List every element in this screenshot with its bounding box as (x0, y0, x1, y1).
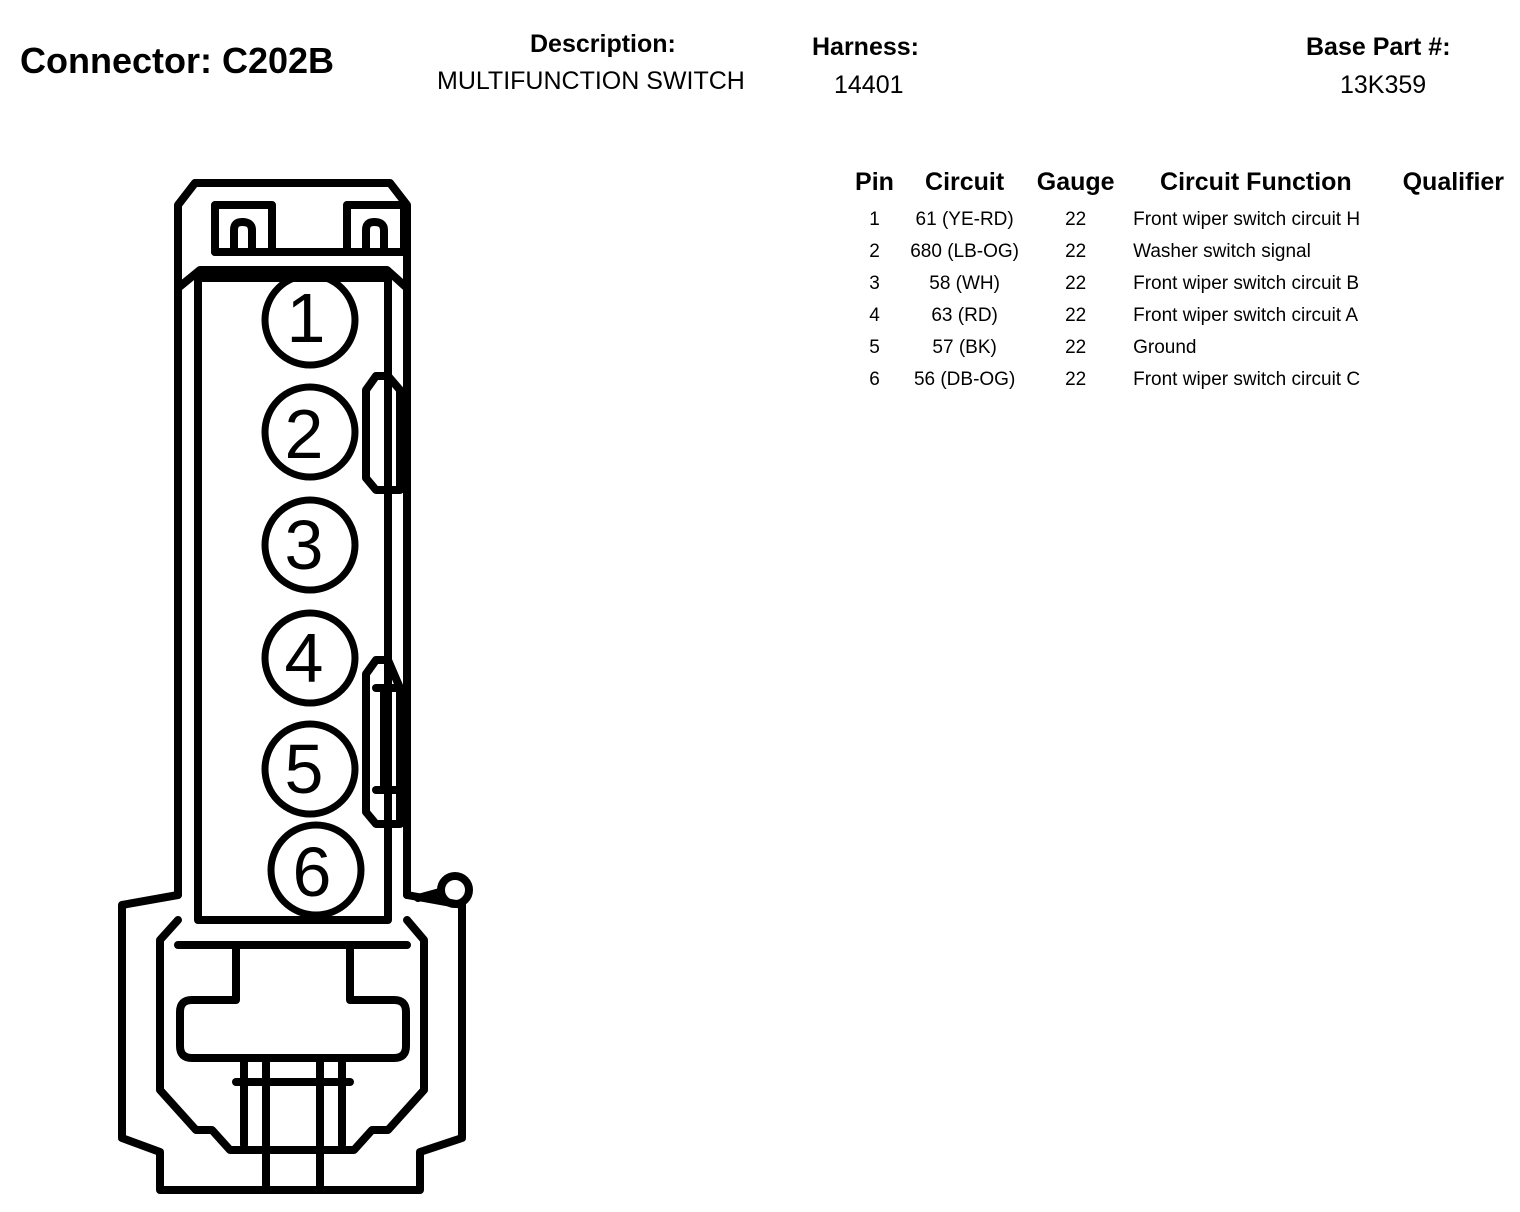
connector-face-diagram: 1 2 3 4 5 6 (118, 179, 473, 1194)
bottom-lock-right-slot (346, 941, 410, 1062)
cell-pin: 4 (869, 305, 880, 326)
cell-circuit: 63 (RD) (931, 305, 998, 326)
cell-gauge: 22 (1065, 273, 1087, 294)
table-row: 5 57 (BK) 22 Ground (846, 332, 1520, 364)
cell-function: Washer switch signal (1133, 241, 1311, 262)
connector-inner-frame (174, 266, 411, 292)
pin-label-2: 2 (285, 395, 324, 473)
cell-qualifier (1387, 300, 1520, 332)
bottom-lock-left-slot (176, 941, 240, 1062)
connector-title: Connector: C202B (20, 40, 335, 81)
table-row: 1 61 (YE-RD) 22 Front wiper switch circu… (846, 204, 1520, 236)
cell-qualifier (1387, 204, 1520, 236)
bottom-lock-outer (118, 891, 466, 1194)
cell-qualifier (1387, 268, 1520, 300)
header-gauge: Gauge (1036, 167, 1115, 196)
pin-label-6: 6 (293, 833, 332, 911)
cell-circuit: 58 (WH) (929, 273, 1000, 294)
connector-pin-cavity (194, 274, 392, 924)
pin-table: Pin Circuit Gauge Circuit Function Quali… (846, 166, 1520, 396)
description-value: MULTIFUNCTION SWITCH (437, 67, 745, 95)
pin-label-5: 5 (285, 730, 324, 808)
table-row: 2 680 (LB-OG) 22 Washer switch signal (846, 236, 1520, 268)
pin-circle-2 (261, 383, 359, 481)
cell-circuit: 680 (LB-OG) (910, 241, 1019, 262)
upper-side-key (362, 372, 404, 494)
cell-function: Front wiper switch circuit B (1133, 273, 1360, 294)
release-hook-stem (414, 888, 444, 902)
cell-function: Front wiper switch circuit A (1133, 305, 1358, 326)
cell-pin: 1 (869, 209, 880, 230)
harness-label: Harness: (812, 33, 919, 61)
cell-gauge: 22 (1065, 305, 1087, 326)
pin-table-header-row: Pin Circuit Gauge Circuit Function Quali… (846, 166, 1520, 204)
header-circuit-function: Circuit Function (1160, 167, 1352, 196)
cell-gauge: 22 (1065, 369, 1087, 390)
cell-circuit: 61 (YE-RD) (915, 209, 1014, 230)
cell-function: Ground (1133, 337, 1197, 358)
cell-pin: 3 (869, 273, 880, 294)
cell-gauge: 22 (1065, 209, 1087, 230)
cell-pin: 6 (869, 369, 880, 390)
table-row: 4 63 (RD) 22 Front wiper switch circuit … (846, 300, 1520, 332)
pin-label-3: 3 (285, 506, 324, 584)
cell-qualifier (1387, 332, 1520, 364)
right-top-latch-inner (362, 218, 388, 256)
pin-circles (261, 271, 365, 919)
bottom-lock-inner (156, 916, 428, 1154)
cell-pin: 2 (869, 241, 880, 262)
cell-circuit: 56 (DB-OG) (913, 369, 1016, 390)
connector-outer-body (174, 179, 411, 899)
cell-pin: 5 (869, 337, 880, 358)
lower-side-key (362, 656, 404, 828)
cell-function: Front wiper switch circuit C (1133, 369, 1361, 390)
pin-circle-5 (261, 720, 359, 818)
cell-gauge: 22 (1065, 241, 1087, 262)
header-qualifier: Qualifier (1402, 167, 1505, 196)
right-top-latch (343, 201, 408, 256)
description-label: Description: (530, 30, 676, 58)
table-row: 3 58 (WH) 22 Front wiper switch circuit … (846, 268, 1520, 300)
pin-label-4: 4 (285, 619, 324, 697)
pin-circle-3 (261, 496, 359, 594)
left-top-latch (211, 201, 276, 256)
cell-qualifier (1387, 236, 1520, 268)
header-circuit: Circuit (925, 167, 1005, 196)
cell-function: Front wiper switch circuit H (1133, 209, 1361, 230)
base-part-label: Base Part #: (1306, 33, 1451, 61)
cell-circuit: 57 (BK) (932, 337, 997, 358)
cell-qualifier (1387, 364, 1520, 396)
header-pin: Pin (855, 167, 894, 196)
pin-circle-1 (261, 271, 359, 369)
pin-circle-4 (261, 609, 359, 707)
left-top-latch-inner (230, 218, 256, 256)
base-part-value: 13K359 (1340, 71, 1427, 99)
harness-value: 14401 (834, 71, 904, 99)
cell-gauge: 22 (1065, 337, 1087, 358)
table-row: 6 56 (DB-OG) 22 Front wiper switch circu… (846, 364, 1520, 396)
pin-label-1: 1 (287, 279, 326, 357)
pin-circle-6 (267, 821, 365, 919)
